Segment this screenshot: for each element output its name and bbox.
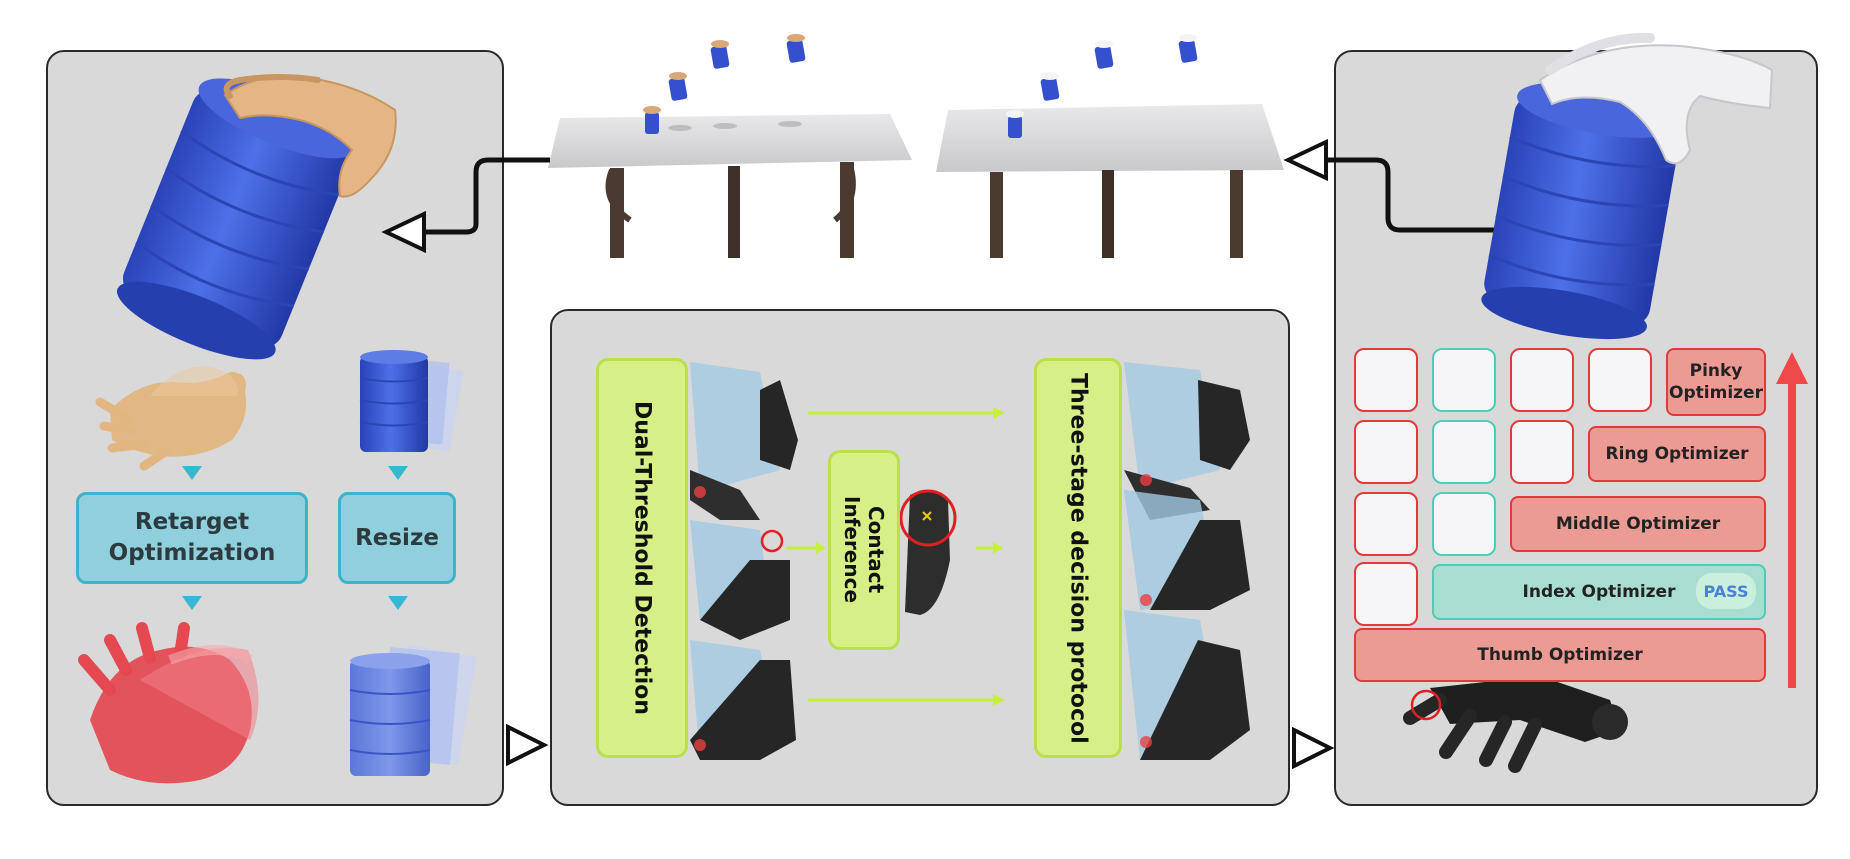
- dual-threshold-hand-illustrations: [690, 362, 798, 760]
- contact-closeup-illustration: [899, 489, 957, 615]
- middle-optimizer-box: Middle Optimizer: [1510, 496, 1766, 552]
- pass-label: PASS: [1703, 581, 1749, 601]
- robot-hand-bottom-illustration: [1403, 676, 1628, 773]
- dual-threshold-detection-box: Dual-Threshold Detection: [596, 358, 688, 758]
- thumb-optimizer-box: Thumb Optimizer: [1354, 628, 1766, 682]
- falling-can-icons: [643, 34, 806, 134]
- arrow-table-to-left-panel: [420, 157, 550, 235]
- falling-can-icons-right: [1006, 34, 1198, 138]
- arrow-down-icons: [182, 466, 408, 610]
- left-hand-motion-illustration: [95, 366, 247, 471]
- arrow-head-center-panel-icon: [506, 723, 549, 767]
- arrow-head-table-icon: [1283, 138, 1328, 182]
- resize-box: Resize: [338, 492, 456, 584]
- ring-optimizer-box: Ring Optimizer: [1588, 426, 1766, 482]
- three-stage-decision-label: Three-stage decision protocol: [1065, 372, 1091, 744]
- ring-thumb-2: [1432, 420, 1496, 484]
- table-right-illustration: [936, 34, 1284, 258]
- dual-threshold-detection-label: Dual-Threshold Detection: [629, 401, 655, 715]
- pass-badge: PASS: [1696, 573, 1756, 609]
- retarget-optimization-box: Retarget Optimization: [76, 492, 308, 584]
- three-stage-hand-illustrations: [1124, 362, 1250, 760]
- pinky-thumb-1: [1354, 348, 1418, 412]
- pinky-thumb-4: [1588, 348, 1652, 412]
- ring-thumb-3: [1510, 420, 1574, 484]
- red-upward-arrow-icon: [1776, 352, 1808, 688]
- resize-can-bottom-illustration: [349, 644, 478, 776]
- pinky-thumb-3: [1510, 348, 1574, 412]
- resize-can-top-illustration: [359, 350, 464, 452]
- retarget-optimization-label: Retarget Optimization: [108, 509, 276, 566]
- resize-label: Resize: [355, 524, 439, 551]
- ring-thumb-1: [1354, 420, 1418, 484]
- retargeted-red-hands-illustration: [78, 622, 259, 784]
- index-thumb-1: [1354, 562, 1418, 626]
- ring-optimizer-label: Ring Optimizer: [1605, 444, 1749, 464]
- pinky-thumb-2: [1432, 348, 1496, 412]
- contact-inference-box: Contact Inference: [828, 450, 900, 650]
- arrow-right-panel-to-table: [1328, 157, 1498, 233]
- middle-optimizer-label: Middle Optimizer: [1555, 514, 1721, 534]
- pinky-optimizer-label: Pinky Optimizer: [1669, 361, 1763, 403]
- thumb-optimizer-label: Thumb Optimizer: [1477, 645, 1643, 665]
- middle-thumb-2: [1432, 492, 1496, 556]
- contact-inference-label: Contact Inference: [840, 496, 888, 604]
- arrow-head-right-panel-icon: [1292, 726, 1335, 770]
- index-optimizer-label: Index Optimizer: [1522, 582, 1676, 602]
- pinky-optimizer-box: Pinky Optimizer: [1666, 348, 1766, 416]
- arrow-head-left-panel-icon: [381, 210, 426, 254]
- flow-arrow-lines: [786, 407, 1005, 706]
- table-left-illustration: [548, 34, 912, 258]
- middle-thumb-1: [1354, 492, 1418, 556]
- three-stage-decision-box: Three-stage decision protocol: [1034, 358, 1122, 758]
- left-can-with-hand-illustration: [116, 74, 397, 360]
- right-can-with-white-hand-illustration: [1481, 32, 1774, 340]
